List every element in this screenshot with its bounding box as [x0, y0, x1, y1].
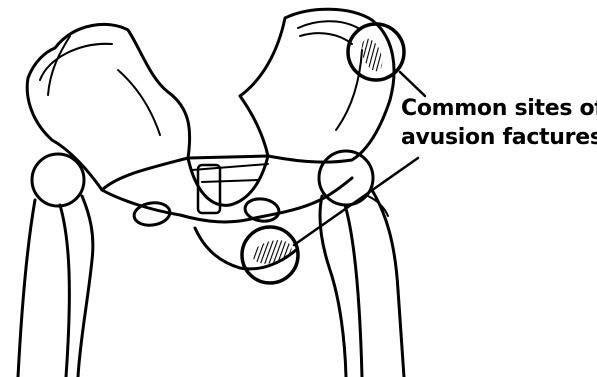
pubic-arch: [102, 178, 352, 222]
leader-line-lower: [294, 158, 418, 245]
leader-line-upper: [400, 72, 425, 96]
left-femoral-head: [32, 154, 84, 206]
right-femoral-head: [319, 151, 373, 205]
right-iliac-rim: [300, 33, 352, 44]
sacrum-detail-lines: [192, 164, 268, 182]
caption-line-1: Common sites of: [401, 94, 595, 123]
right-iliac-wing: [240, 9, 394, 162]
left-femur: [18, 196, 93, 377]
ischial-tuberosity-hatch: [250, 236, 294, 268]
left-iliac-wing: [27, 24, 189, 190]
caption: Common sites of avusion factures: [401, 94, 595, 152]
caption-line-2: avusion factures: [401, 123, 595, 152]
